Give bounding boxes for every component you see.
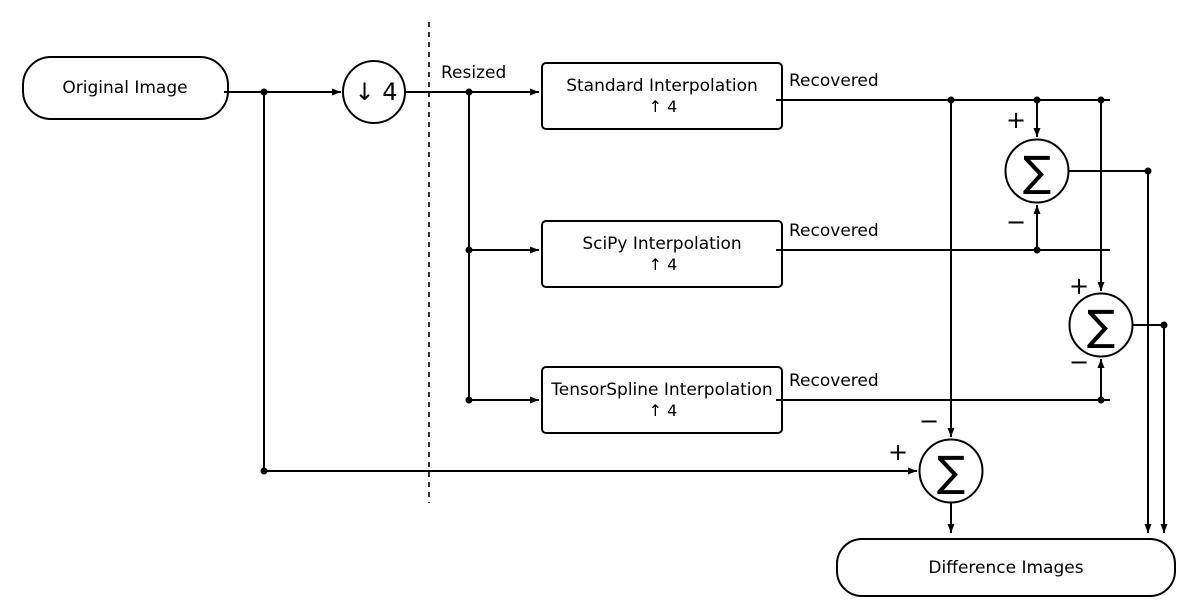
- recovered-label-scipy: Recovered: [789, 221, 879, 241]
- standard-interpolation-node: Standard Interpolation ↑ 4: [541, 62, 783, 130]
- minus-sign-1: −: [1006, 208, 1026, 236]
- recovered-label-standard: Recovered: [789, 71, 879, 91]
- connector-lines: [224, 88, 1168, 533]
- tensorspline-interpolation-title: TensorSpline Interpolation: [550, 380, 772, 400]
- downsample-label: ↓ 4: [354, 78, 397, 106]
- scipy-interpolation-factor: ↑ 4: [649, 255, 678, 274]
- sum-symbol-3: ∑: [937, 447, 965, 496]
- difference-images-node: Difference Images: [836, 538, 1176, 597]
- junction-dots: [260, 88, 1168, 475]
- plus-sign-1: +: [1006, 106, 1026, 134]
- standard-interpolation-factor: ↑ 4: [649, 97, 678, 116]
- recovered-label-tensorspline: Recovered: [789, 371, 879, 391]
- original-image-label: Original Image: [62, 78, 187, 98]
- original-image-node: Original Image: [22, 56, 229, 120]
- minus-sign-2: −: [1069, 348, 1089, 376]
- resized-label: Resized: [441, 63, 506, 83]
- sum-node-standard-minus-scipy: ∑ + −: [1004, 106, 1070, 236]
- sum-node-original-minus-standard: ∑ − +: [888, 407, 984, 504]
- downsample-node: ↓ 4: [342, 60, 406, 124]
- minus-sign-3: −: [919, 407, 939, 435]
- scipy-interpolation-title: SciPy Interpolation: [582, 234, 741, 254]
- scipy-interpolation-node: SciPy Interpolation ↑ 4: [541, 220, 783, 288]
- standard-interpolation-title: Standard Interpolation: [566, 76, 758, 96]
- tensorspline-interpolation-node: TensorSpline Interpolation ↑ 4: [541, 366, 783, 434]
- sum-symbol-1: ∑: [1023, 147, 1051, 196]
- plus-sign-3: +: [888, 438, 908, 466]
- plus-sign-2: +: [1069, 272, 1089, 300]
- difference-images-label: Difference Images: [928, 558, 1083, 578]
- sum-symbol-2: ∑: [1087, 301, 1115, 350]
- tensorspline-interpolation-factor: ↑ 4: [649, 401, 678, 420]
- sum-node-standard-minus-tensorspline: ∑ + −: [1068, 272, 1134, 376]
